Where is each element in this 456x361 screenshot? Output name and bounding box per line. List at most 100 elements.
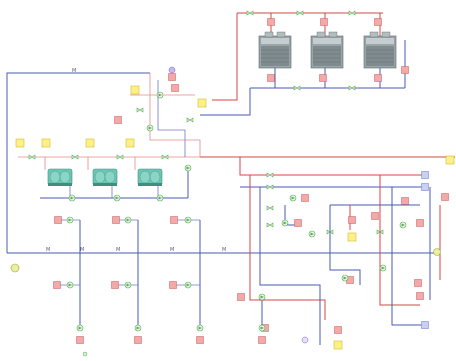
note-icon[interactable] <box>85 138 95 148</box>
valve-icon[interactable] <box>246 10 254 16</box>
sensor-tag-icon[interactable] <box>267 74 275 82</box>
sensor-tag-icon[interactable] <box>348 216 356 224</box>
valve-icon[interactable] <box>71 154 79 160</box>
sensor-tag-icon[interactable] <box>267 18 275 26</box>
pump-icon[interactable] <box>184 164 192 172</box>
pump-icon[interactable] <box>146 124 154 132</box>
pump-icon[interactable] <box>258 293 266 301</box>
pump-icon[interactable] <box>68 194 76 202</box>
pump-icon[interactable] <box>124 216 132 224</box>
valve-icon[interactable] <box>348 85 356 91</box>
sensor-tag-icon[interactable] <box>196 336 204 344</box>
note-icon[interactable] <box>15 138 25 148</box>
valve-icon[interactable] <box>28 154 36 160</box>
valve-icon[interactable] <box>293 85 301 91</box>
sensor-tag-icon[interactable] <box>112 216 120 224</box>
expansion-tank-icon[interactable] <box>433 248 441 256</box>
sensor-tag-icon[interactable] <box>421 171 429 179</box>
pipe-label: M <box>80 247 84 253</box>
valve-icon[interactable] <box>82 351 88 357</box>
pump-icon[interactable] <box>258 324 266 332</box>
cooling-tower-icon[interactable] <box>258 31 292 69</box>
valve-icon[interactable] <box>266 184 274 190</box>
sensor-tag-icon[interactable] <box>168 73 176 81</box>
sensor-tag-icon[interactable] <box>114 116 122 124</box>
pipe-label: M <box>46 247 50 253</box>
chiller-icon[interactable] <box>92 168 118 187</box>
valve-icon[interactable] <box>266 222 274 228</box>
sensor-tag-icon[interactable] <box>237 293 245 301</box>
pump-icon[interactable] <box>66 216 74 224</box>
cooling-tower-icon[interactable] <box>310 31 344 69</box>
sensor-node-icon[interactable] <box>301 336 309 344</box>
sensor-tag-icon[interactable] <box>374 18 382 26</box>
sensor-node-icon[interactable] <box>168 66 176 74</box>
pump-icon[interactable] <box>184 281 192 289</box>
sensor-tag-icon[interactable] <box>169 281 177 289</box>
sensor-tag-icon[interactable] <box>416 219 424 227</box>
pipe-label: M <box>116 247 120 253</box>
cooling-tower-loop <box>200 10 409 116</box>
note-icon[interactable] <box>41 138 51 148</box>
sensor-tag-icon[interactable] <box>54 216 62 224</box>
pump-icon[interactable] <box>184 216 192 224</box>
pump-icon[interactable] <box>113 194 121 202</box>
center-riser <box>114 66 207 157</box>
pump-icon[interactable] <box>66 281 74 289</box>
pump-icon[interactable] <box>156 194 164 202</box>
sensor-tag-icon[interactable] <box>414 279 422 287</box>
sensor-tag-icon[interactable] <box>401 66 409 74</box>
pump-icon[interactable] <box>196 324 204 332</box>
pump-icon[interactable] <box>281 219 289 227</box>
pump-icon[interactable] <box>379 264 387 272</box>
valve-icon[interactable] <box>161 154 169 160</box>
valve-icon[interactable] <box>186 117 194 123</box>
sensor-tag-icon[interactable] <box>416 292 424 300</box>
sensor-tag-icon[interactable] <box>319 74 327 82</box>
chiller-icon[interactable] <box>47 168 73 187</box>
sensor-tag-icon[interactable] <box>258 336 266 344</box>
expansion-tank-icon[interactable] <box>10 263 20 273</box>
sensor-tag-icon[interactable] <box>111 281 119 289</box>
sensor-tag-icon[interactable] <box>171 84 179 92</box>
sensor-tag-icon[interactable] <box>320 18 328 26</box>
sensor-tag-icon[interactable] <box>421 183 429 191</box>
pump-icon[interactable] <box>124 281 132 289</box>
sensor-tag-icon[interactable] <box>294 219 302 227</box>
sensor-tag-icon[interactable] <box>374 74 382 82</box>
chiller-plant <box>15 138 455 202</box>
pump-icon[interactable] <box>134 324 142 332</box>
sensor-tag-icon[interactable] <box>371 212 379 220</box>
note-icon[interactable] <box>125 138 135 148</box>
valve-icon[interactable] <box>266 172 274 178</box>
note-icon[interactable] <box>347 232 357 242</box>
valve-icon[interactable] <box>116 154 124 160</box>
note-icon[interactable] <box>333 340 343 350</box>
pump-icon[interactable] <box>156 91 164 99</box>
sensor-tag-icon[interactable] <box>441 193 449 201</box>
pump-icon[interactable] <box>289 194 297 202</box>
pump-icon[interactable] <box>341 274 349 282</box>
sensor-tag-icon[interactable] <box>401 197 409 205</box>
sensor-tag-icon[interactable] <box>76 336 84 344</box>
valve-icon[interactable] <box>266 205 274 211</box>
lower-branches <box>53 216 266 357</box>
sensor-tag-icon[interactable] <box>170 216 178 224</box>
note-icon[interactable] <box>445 155 455 165</box>
sensor-tag-icon[interactable] <box>134 336 142 344</box>
chiller-icon[interactable] <box>137 168 163 187</box>
pump-icon[interactable] <box>308 230 316 238</box>
pump-icon[interactable] <box>399 221 407 229</box>
sensor-tag-icon[interactable] <box>301 194 309 202</box>
pipe-label: M <box>170 247 174 253</box>
note-icon[interactable] <box>130 85 140 95</box>
valve-icon[interactable] <box>296 10 304 16</box>
valve-icon[interactable] <box>136 107 144 113</box>
pump-icon[interactable] <box>76 324 84 332</box>
cooling-tower-icon[interactable] <box>363 31 397 69</box>
valve-icon[interactable] <box>348 10 356 16</box>
sensor-tag-icon[interactable] <box>53 281 61 289</box>
sensor-tag-icon[interactable] <box>334 326 342 334</box>
note-icon[interactable] <box>197 98 207 108</box>
sensor-tag-icon[interactable] <box>421 321 429 329</box>
